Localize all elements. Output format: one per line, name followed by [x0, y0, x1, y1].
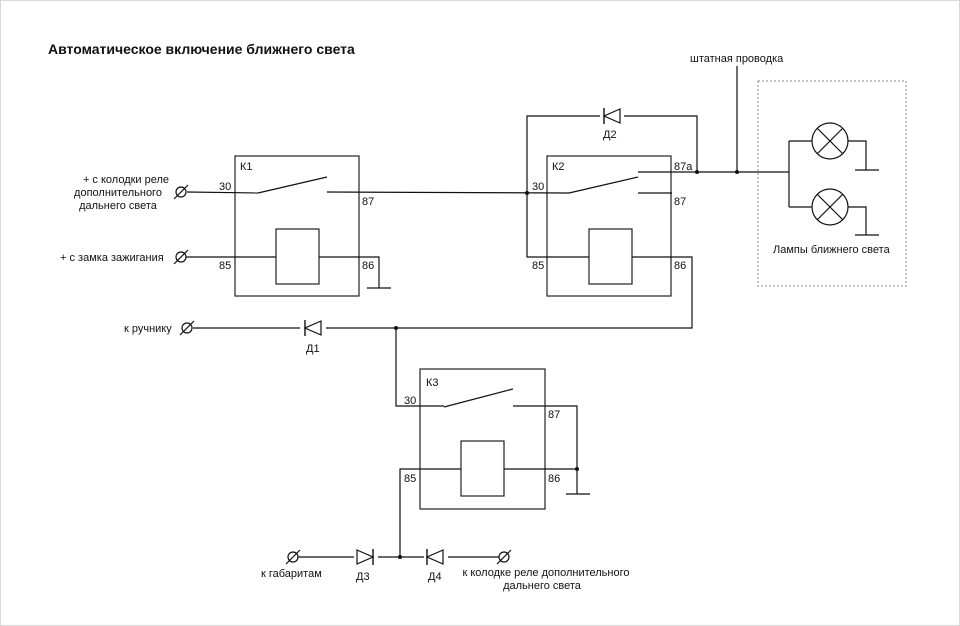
label-parking-lights: к габаритам [261, 568, 322, 580]
diode-d4: Д4 [424, 549, 448, 583]
lamps-label: Лампы ближнего света [773, 244, 891, 256]
relay-k1-pin-86: 86 [362, 260, 374, 272]
relay-k2-pin-30: 30 [532, 181, 544, 193]
relay-k3-switch [443, 388, 514, 408]
relay-k1-coil [275, 228, 320, 285]
lamp-2-icon [811, 188, 849, 226]
relay-k3-label: К3 [426, 377, 439, 389]
junction-dot [575, 467, 579, 471]
wire-lamp1-gnd [848, 140, 867, 170]
lamp-1-icon [811, 122, 849, 160]
relay-k1-pin-87: 87 [362, 196, 374, 208]
terminal-handbrake [179, 320, 195, 336]
stock-wiring-label: штатная проводка [690, 53, 784, 65]
lamps-enclosure [757, 80, 907, 287]
terminal-parking-lights [285, 549, 301, 565]
relay-k2-pin-86: 86 [674, 260, 686, 272]
junctions [394, 170, 739, 559]
terminal-high-beam-input [173, 184, 189, 200]
relay-k1-switch [257, 176, 328, 194]
terminal-high-beam-output [496, 549, 512, 565]
label-from-high-beam-relay: + с колодки реле дополнительного дальнег… [74, 174, 169, 212]
diode-d2: Д2 [600, 108, 624, 141]
relay-k2-pin-87: 87 [674, 196, 686, 208]
relay-k1-body [234, 155, 360, 297]
label-to-high-relay-line1: к колодке реле дополнительного [463, 567, 630, 579]
relay-k2-label: К2 [552, 161, 565, 173]
diode-d2-label: Д2 [603, 129, 617, 141]
terminal-ignition [173, 249, 189, 265]
wire-lamp2-gnd [848, 206, 867, 235]
relay-k2-pin-85: 85 [532, 260, 544, 272]
wire-k1-86-ground [319, 256, 380, 288]
terminals [173, 184, 512, 565]
relay-k2-coil [588, 228, 633, 285]
junction-dot [695, 170, 699, 174]
relay-k1: К1 30 87 85 86 [219, 155, 374, 297]
label-to-high-beam-relay: к колодке реле дополнительного дальнего … [463, 567, 630, 592]
wire-k2-85 [526, 193, 589, 258]
relay-k3-pin-87: 87 [548, 409, 560, 421]
relay-k3-pin-86: 86 [548, 473, 560, 485]
diode-d3: Д3 [354, 549, 378, 583]
relay-k3-pin-85: 85 [404, 473, 416, 485]
relay-k1-pin-30: 30 [219, 181, 231, 193]
wire-k3-87-86 [504, 405, 578, 470]
label-from-high-relay-line2: дополнительного [74, 187, 162, 199]
relay-k3-pin-30: 30 [404, 395, 416, 407]
relay-k3-body [419, 368, 546, 510]
relay-k3: К3 30 87 85 86 [404, 368, 560, 510]
relay-k1-pin-85: 85 [219, 260, 231, 272]
relay-k1-label: К1 [240, 161, 253, 173]
label-handbrake: к ручнику [124, 323, 172, 335]
label-to-high-relay-line2: дальнего света [503, 580, 582, 592]
label-from-high-relay-line3: дальнего света [79, 200, 158, 212]
relay-k2-body [546, 155, 672, 297]
junction-dot [398, 555, 402, 559]
relay-k3-coil [460, 440, 505, 497]
junction-dot [735, 170, 739, 174]
relay-k2-switch [568, 176, 639, 194]
wires [186, 66, 879, 558]
diode-d1-label: Д1 [306, 343, 320, 355]
diode-d1: Д1 [300, 320, 326, 355]
wire-k3-85 [399, 468, 461, 557]
label-from-high-relay-line1: + с колодки реле [83, 174, 169, 186]
diagram-title: Автоматическое включение ближнего света [48, 41, 355, 57]
diode-d4-label: Д4 [428, 571, 442, 583]
relay-k2-pin-87a: 87a [674, 161, 693, 173]
relay-k2: К2 30 87a 87 85 86 [532, 155, 693, 297]
diode-d3-label: Д3 [356, 571, 370, 583]
wire-k3-30 [395, 328, 444, 407]
label-ignition: + с замка зажигания [60, 252, 164, 264]
junction-dot [394, 326, 398, 330]
wire-k2-86-d1 [193, 256, 693, 329]
wire-k1-30-input [186, 191, 259, 194]
junction-dot [525, 191, 529, 195]
